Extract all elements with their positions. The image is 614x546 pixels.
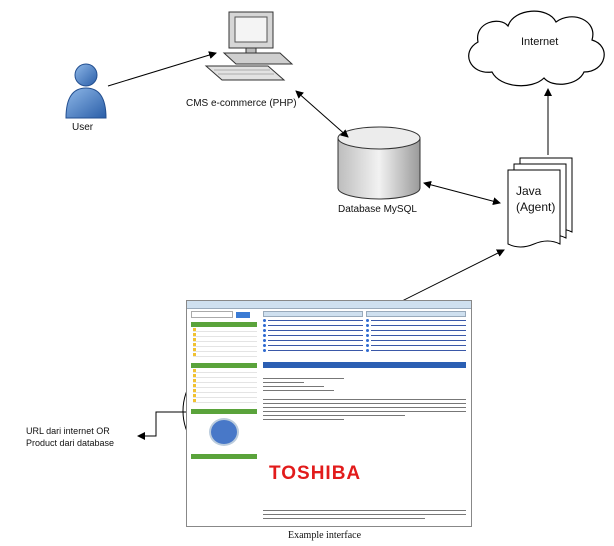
internet-cloud xyxy=(468,10,605,87)
database-icon xyxy=(337,126,421,200)
screenshot-category-header xyxy=(191,363,257,368)
screenshot-brand: TOSHIBA xyxy=(269,463,362,484)
url-label-line2: Product dari database xyxy=(26,438,115,448)
screenshot-main xyxy=(263,311,466,523)
java-label-line1: Java xyxy=(516,184,542,198)
screenshot-topbar xyxy=(187,301,471,309)
java-agent-documents xyxy=(507,157,573,248)
user-icon xyxy=(65,63,107,119)
screenshot-cart-header xyxy=(191,454,257,459)
arrow-user-to-cms xyxy=(107,51,217,87)
screenshot-article-title-bar xyxy=(263,362,466,368)
java-label-line2: (Agent) xyxy=(516,200,556,214)
screenshot-nav-header xyxy=(191,322,257,327)
screenshot-search xyxy=(191,311,257,319)
computer-icon xyxy=(204,11,294,81)
figure-caption: Example interface xyxy=(288,530,362,541)
example-interface-screenshot: TOSHIBA xyxy=(186,300,472,527)
user-label: User xyxy=(72,122,94,133)
url-label-line1: URL dari internet OR xyxy=(26,426,110,436)
screenshot-news xyxy=(263,311,466,352)
database-label: Database MySQL xyxy=(338,204,417,215)
screenshot-sidebar xyxy=(191,311,257,523)
cms-label: CMS e-commerce (PHP) xyxy=(186,98,297,109)
media-player-icon xyxy=(209,418,239,446)
arrow-ellipse-to-url xyxy=(137,411,187,440)
internet-label: Internet xyxy=(521,36,559,48)
screenshot-product-header xyxy=(191,409,257,414)
arrow-database-java xyxy=(423,180,501,206)
arrow-cms-database xyxy=(295,90,349,138)
